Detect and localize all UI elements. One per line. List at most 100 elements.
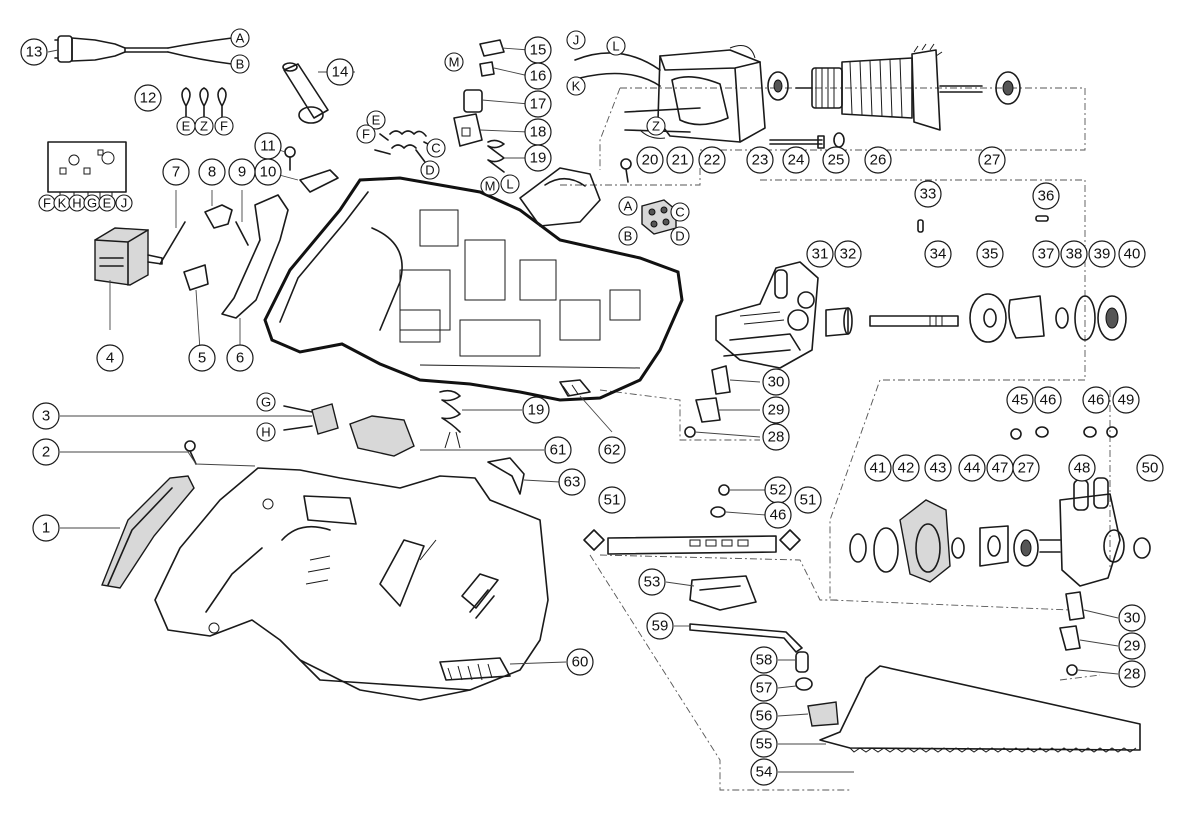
svg-text:27: 27 (984, 152, 1001, 169)
callout-46-c: 46 (764, 501, 792, 529)
svg-text:1: 1 (42, 520, 50, 537)
callout-58: 58 (750, 646, 778, 674)
wire-letter-j-switch: J (115, 194, 133, 212)
svg-text:57: 57 (756, 680, 773, 697)
callout-20: 20 (636, 146, 664, 174)
svg-text:J: J (573, 33, 580, 48)
callout-27-bottom: 27 (1012, 454, 1040, 482)
svg-text:16: 16 (530, 68, 547, 85)
callout-56: 56 (750, 702, 778, 730)
wire-connector-cluster (181, 87, 227, 119)
svg-text:30: 30 (1124, 610, 1141, 627)
bushing-part (825, 307, 853, 337)
svg-text:25: 25 (828, 152, 845, 169)
main-housing-left-half (263, 167, 684, 402)
svg-text:62: 62 (604, 442, 621, 459)
cam-and-bearing-parts (1008, 295, 1127, 341)
callout-27-top: 27 (978, 146, 1006, 174)
svg-text:27: 27 (1018, 460, 1035, 477)
rubber-grip-part (101, 475, 195, 589)
callout-29-top: 29 (762, 396, 790, 424)
lever-part (487, 457, 525, 495)
lower-gear-side-parts (849, 499, 1039, 583)
callout-62: 62 (598, 436, 626, 464)
svg-text:35: 35 (982, 246, 999, 263)
svg-text:29: 29 (768, 402, 785, 419)
svg-text:53: 53 (644, 574, 661, 591)
svg-text:51: 51 (604, 492, 621, 509)
svg-text:B: B (624, 229, 633, 244)
callout-36: 36 (1032, 182, 1060, 210)
wire-letter-l-stator: L (606, 36, 626, 56)
svg-text:21: 21 (672, 152, 689, 169)
wire-letter-h-brush: H (256, 422, 276, 442)
trigger-switch-part (94, 227, 163, 286)
svg-text:G: G (261, 395, 271, 410)
svg-text:3: 3 (42, 408, 50, 425)
svg-text:H: H (261, 425, 270, 440)
wire-letter-c-capacitor: C (426, 138, 446, 158)
callout-18: 18 (524, 118, 552, 146)
svg-text:M: M (449, 55, 460, 70)
svg-text:34: 34 (930, 246, 947, 263)
housing-screw-part (184, 440, 197, 465)
svg-text:2: 2 (42, 444, 50, 461)
callout-12: 12 (134, 84, 162, 112)
callout-11: 11 (254, 132, 282, 160)
callout-9: 9 (228, 158, 256, 186)
svg-text:52: 52 (770, 482, 787, 499)
svg-text:B: B (236, 57, 245, 72)
svg-text:9: 9 (238, 164, 246, 181)
svg-text:13: 13 (26, 44, 43, 61)
interference-capacitor-part (374, 130, 433, 163)
svg-text:50: 50 (1142, 460, 1159, 477)
roller-lever-screw-lower (1059, 591, 1085, 676)
svg-text:33: 33 (920, 186, 937, 203)
svg-text:D: D (675, 229, 684, 244)
wire-letter-g-brush: G (256, 392, 276, 412)
svg-text:24: 24 (788, 152, 805, 169)
svg-text:K: K (58, 196, 67, 211)
hex-key-part (689, 623, 803, 653)
callout-19-bottom: 19 (522, 396, 550, 424)
svg-text:47: 47 (992, 460, 1009, 477)
svg-text:E: E (182, 119, 191, 134)
power-cord-plug-part (54, 35, 233, 65)
callout-35: 35 (976, 240, 1004, 268)
callout-43: 43 (924, 454, 952, 482)
callout-41: 41 (864, 454, 892, 482)
svg-text:19: 19 (530, 150, 547, 167)
wire-letter-h-switch: H (68, 194, 86, 212)
wire-letter-f-switch: F (38, 194, 56, 212)
svg-text:45: 45 (1012, 392, 1029, 409)
svg-text:32: 32 (840, 246, 857, 263)
svg-text:M: M (485, 179, 496, 194)
wire-letter-e-12: E (176, 116, 196, 136)
part-number-callouts: 13 14 12 15 16 17 18 19 11 10 7 8 9 20 2… (20, 36, 1164, 786)
wire-letter-a-plug: A (230, 28, 250, 48)
svg-text:37: 37 (1038, 246, 1055, 263)
wire-letter-f-12: F (214, 116, 234, 136)
cord-clamp-parts (284, 146, 339, 193)
svg-text:18: 18 (530, 124, 547, 141)
svg-text:H: H (72, 196, 81, 211)
pin-part (917, 219, 924, 233)
svg-text:11: 11 (260, 138, 276, 155)
saw-blade-part (819, 665, 1141, 753)
callout-2: 2 (32, 438, 60, 466)
callout-21: 21 (666, 146, 694, 174)
svg-text:38: 38 (1066, 246, 1083, 263)
callout-37: 37 (1032, 240, 1060, 268)
svg-text:43: 43 (930, 460, 947, 477)
callout-39: 39 (1088, 240, 1116, 268)
gear-housing-part (715, 261, 819, 369)
drive-shaft-part (869, 315, 959, 327)
svg-text:K: K (572, 79, 581, 94)
svg-text:10: 10 (260, 164, 277, 181)
svg-text:F: F (43, 196, 51, 211)
slide-rail-part (583, 484, 801, 555)
svg-text:17: 17 (530, 96, 547, 113)
callout-32: 32 (834, 240, 862, 268)
callout-47: 47 (986, 454, 1014, 482)
svg-text:39: 39 (1094, 246, 1111, 263)
